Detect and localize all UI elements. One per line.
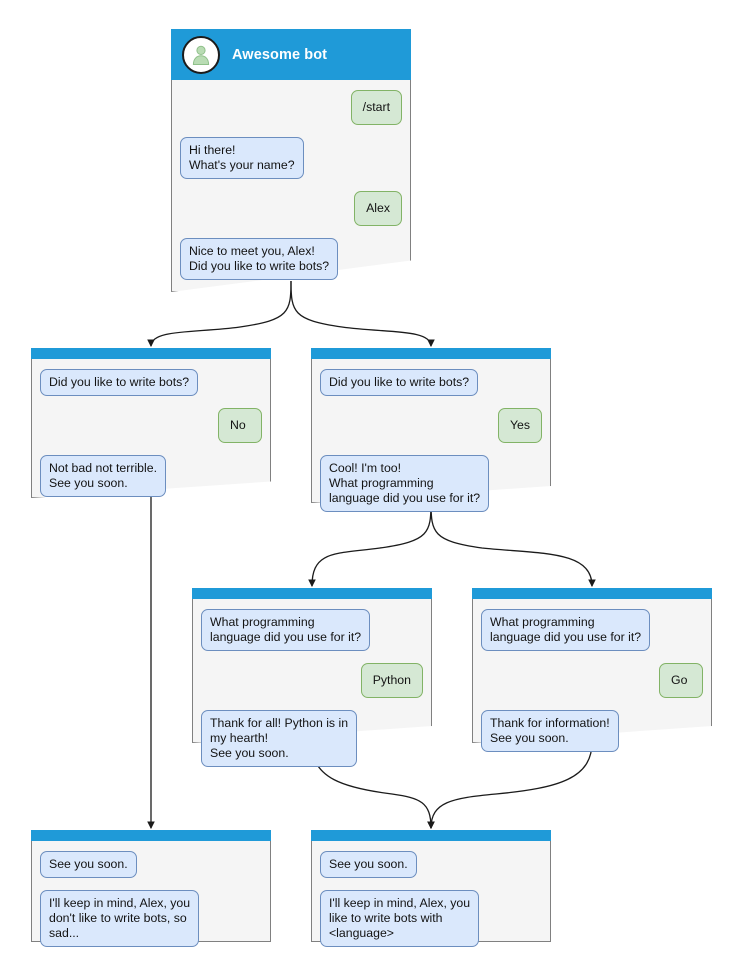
bot-message-bubble: What programming language did you use fo… — [201, 609, 371, 651]
bot-message-bubble: Not bad not terrible. See you soon. — [40, 455, 167, 497]
message-row: Not bad not terrible. See you soon. — [40, 455, 262, 497]
node-body: See you soon. I'll keep in mind, Alex, y… — [31, 830, 271, 959]
user-message-bubble: /start — [350, 90, 402, 125]
node-header-bar — [31, 830, 271, 841]
bot-message-bubble: What programming language did you use fo… — [481, 609, 651, 651]
bot-message-bubble: See you soon. — [40, 851, 137, 878]
message-row: Nice to meet you, Alex! Did you like to … — [180, 238, 402, 280]
bot-message-bubble: Thank for information! See you soon. — [481, 710, 619, 752]
node-body: Did you like to write bots? Yes Cool! I'… — [311, 348, 551, 524]
node-header-bar — [311, 830, 551, 841]
user-message-bubble: Alex — [354, 191, 402, 226]
chat-area: Did you like to write bots? No Not bad n… — [31, 359, 271, 497]
message-row: /start — [180, 90, 402, 125]
bot-message-bubble: Did you like to write bots? — [320, 369, 479, 396]
node-header-bar — [192, 588, 432, 599]
message-row: Hi there! What's your name? — [180, 137, 402, 179]
node-header-bar: Awesome bot — [171, 29, 411, 80]
message-row: Alex — [180, 191, 402, 226]
bot-message-bubble: I'll keep in mind, Alex, you like to wri… — [320, 890, 480, 947]
person-avatar-icon — [182, 35, 220, 74]
message-row: Thank for all! Python is in my hearth! S… — [201, 710, 423, 767]
chat-node-answer-no[interactable]: Did you like to write bots? No Not bad n… — [31, 348, 271, 498]
user-message-bubble: Yes — [497, 408, 542, 443]
chat-area: See you soon. I'll keep in mind, Alex, y… — [311, 841, 551, 947]
chat-node-answer-yes[interactable]: Did you like to write bots? Yes Cool! I'… — [311, 348, 551, 512]
message-row: What programming language did you use fo… — [481, 609, 703, 651]
node-title: Awesome bot — [232, 46, 328, 63]
node-body: Did you like to write bots? No Not bad n… — [31, 348, 271, 509]
message-row: Cool! I'm too! What programming language… — [320, 455, 542, 512]
message-row: Thank for information! See you soon. — [481, 710, 703, 752]
message-row: What programming language did you use fo… — [201, 609, 423, 651]
node-body: What programming language did you use fo… — [192, 588, 432, 779]
chat-area: What programming language did you use fo… — [472, 599, 712, 752]
chat-node-end-happy[interactable]: See you soon. I'll keep in mind, Alex, y… — [311, 830, 551, 947]
message-row: I'll keep in mind, Alex, you don't like … — [40, 890, 262, 947]
message-row: See you soon. — [40, 851, 262, 878]
user-message-bubble: Go — [659, 663, 703, 698]
user-message-bubble: No — [218, 408, 262, 443]
chat-area: /start Hi there! What's your name? Alex … — [171, 80, 411, 280]
node-body: See you soon. I'll keep in mind, Alex, y… — [311, 830, 551, 959]
message-row: I'll keep in mind, Alex, you like to wri… — [320, 890, 542, 947]
bot-message-bubble: I'll keep in mind, Alex, you don't like … — [40, 890, 200, 947]
message-row: See you soon. — [320, 851, 542, 878]
chat-node-start[interactable]: Awesome bot /start Hi there! What's your… — [171, 29, 411, 292]
chat-node-end-sad[interactable]: See you soon. I'll keep in mind, Alex, y… — [31, 830, 271, 947]
chat-area: What programming language did you use fo… — [192, 599, 432, 767]
node-body: Awesome bot /start Hi there! What's your… — [171, 29, 411, 292]
node-header-bar — [472, 588, 712, 599]
chat-area: See you soon. I'll keep in mind, Alex, y… — [31, 841, 271, 947]
bot-message-bubble: Thank for all! Python is in my hearth! S… — [201, 710, 358, 767]
node-header-bar — [311, 348, 551, 359]
message-row: Yes — [320, 408, 542, 443]
user-message-bubble: Python — [360, 663, 423, 698]
message-row: Did you like to write bots? — [40, 369, 262, 396]
bot-message-bubble: Did you like to write bots? — [40, 369, 199, 396]
node-body: What programming language did you use fo… — [472, 588, 712, 764]
chat-node-language-python[interactable]: What programming language did you use fo… — [192, 588, 432, 767]
message-row: Did you like to write bots? — [320, 369, 542, 396]
chat-area: Did you like to write bots? Yes Cool! I'… — [311, 359, 551, 512]
message-row: Go — [481, 663, 703, 698]
message-row: Python — [201, 663, 423, 698]
message-row: No — [40, 408, 262, 443]
bot-message-bubble: Nice to meet you, Alex! Did you like to … — [180, 238, 339, 280]
chat-node-language-go[interactable]: What programming language did you use fo… — [472, 588, 712, 752]
bot-message-bubble: See you soon. — [320, 851, 417, 878]
bot-message-bubble: Hi there! What's your name? — [180, 137, 304, 179]
bot-message-bubble: Cool! I'm too! What programming language… — [320, 455, 490, 512]
node-header-bar — [31, 348, 271, 359]
